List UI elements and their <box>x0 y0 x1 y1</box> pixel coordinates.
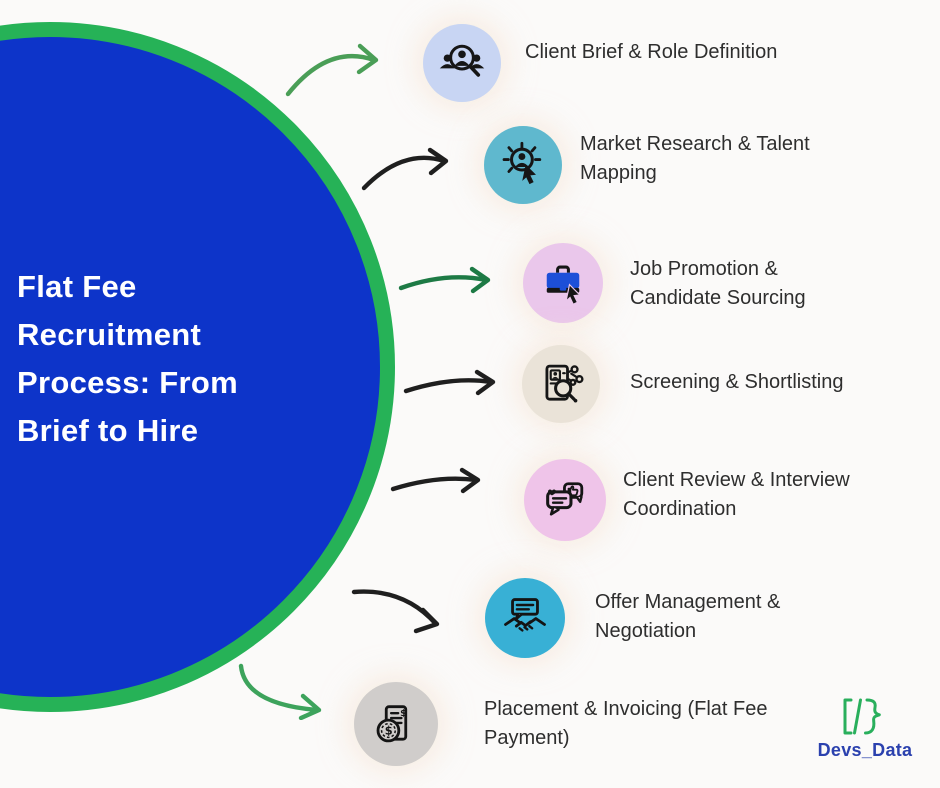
step-4-icon-circle <box>522 345 600 423</box>
step-2-label: Market Research & Talent Mapping <box>580 133 810 184</box>
arrow-to-step-3 <box>398 266 491 294</box>
arrow-to-step-2 <box>361 147 449 191</box>
step-1-label: Client Brief & Role Definition <box>525 41 778 63</box>
document-search-icon <box>545 364 584 403</box>
step-7-icon-circle: $ $ <box>354 682 438 766</box>
svg-text:$: $ <box>385 724 393 738</box>
step-4-label: Screening & Shortlisting <box>630 371 844 393</box>
logo-text: Devs_Data <box>817 740 913 760</box>
step-6-icon-circle <box>485 578 565 658</box>
title-line: Flat Fee <box>17 269 137 304</box>
chat-approval-icon <box>546 482 584 516</box>
talent-select-icon <box>502 141 542 185</box>
handshake-chat-icon <box>504 598 546 632</box>
step-5-icon-circle <box>524 459 606 541</box>
step-3-icon-circle <box>523 243 603 323</box>
step-5-label: Client Review & Interview Coordination <box>623 469 850 520</box>
title-line: Recruitment <box>17 317 202 352</box>
step-1-icon-circle <box>423 24 501 102</box>
page-title: Flat Fee Recruitment Process: From Brief… <box>17 263 337 455</box>
arrow-to-step-1 <box>285 43 379 97</box>
invoice-dollar-icon: $ $ <box>376 705 408 743</box>
arrow-to-step-7 <box>238 663 322 720</box>
code-brackets-icon <box>843 698 881 735</box>
step-3-label: Job Promotion & Candidate Sourcing <box>630 258 806 309</box>
brand-logo: Devs_Data <box>800 696 930 761</box>
arrow-to-step-5 <box>390 467 481 494</box>
arrow-to-step-4 <box>403 369 496 396</box>
title-line: Brief to Hire <box>17 413 199 448</box>
arrow-to-step-6 <box>351 589 440 634</box>
title-line: Process: From <box>17 365 238 400</box>
people-search-icon <box>439 44 485 77</box>
step-6-label: Offer Management & Negotiation <box>595 591 781 642</box>
briefcase-cursor-icon <box>546 265 582 306</box>
step-7-label: Placement & Invoicing (Flat Fee Payment) <box>484 698 768 749</box>
svg-text:$: $ <box>400 708 406 719</box>
step-2-icon-circle <box>484 126 562 204</box>
